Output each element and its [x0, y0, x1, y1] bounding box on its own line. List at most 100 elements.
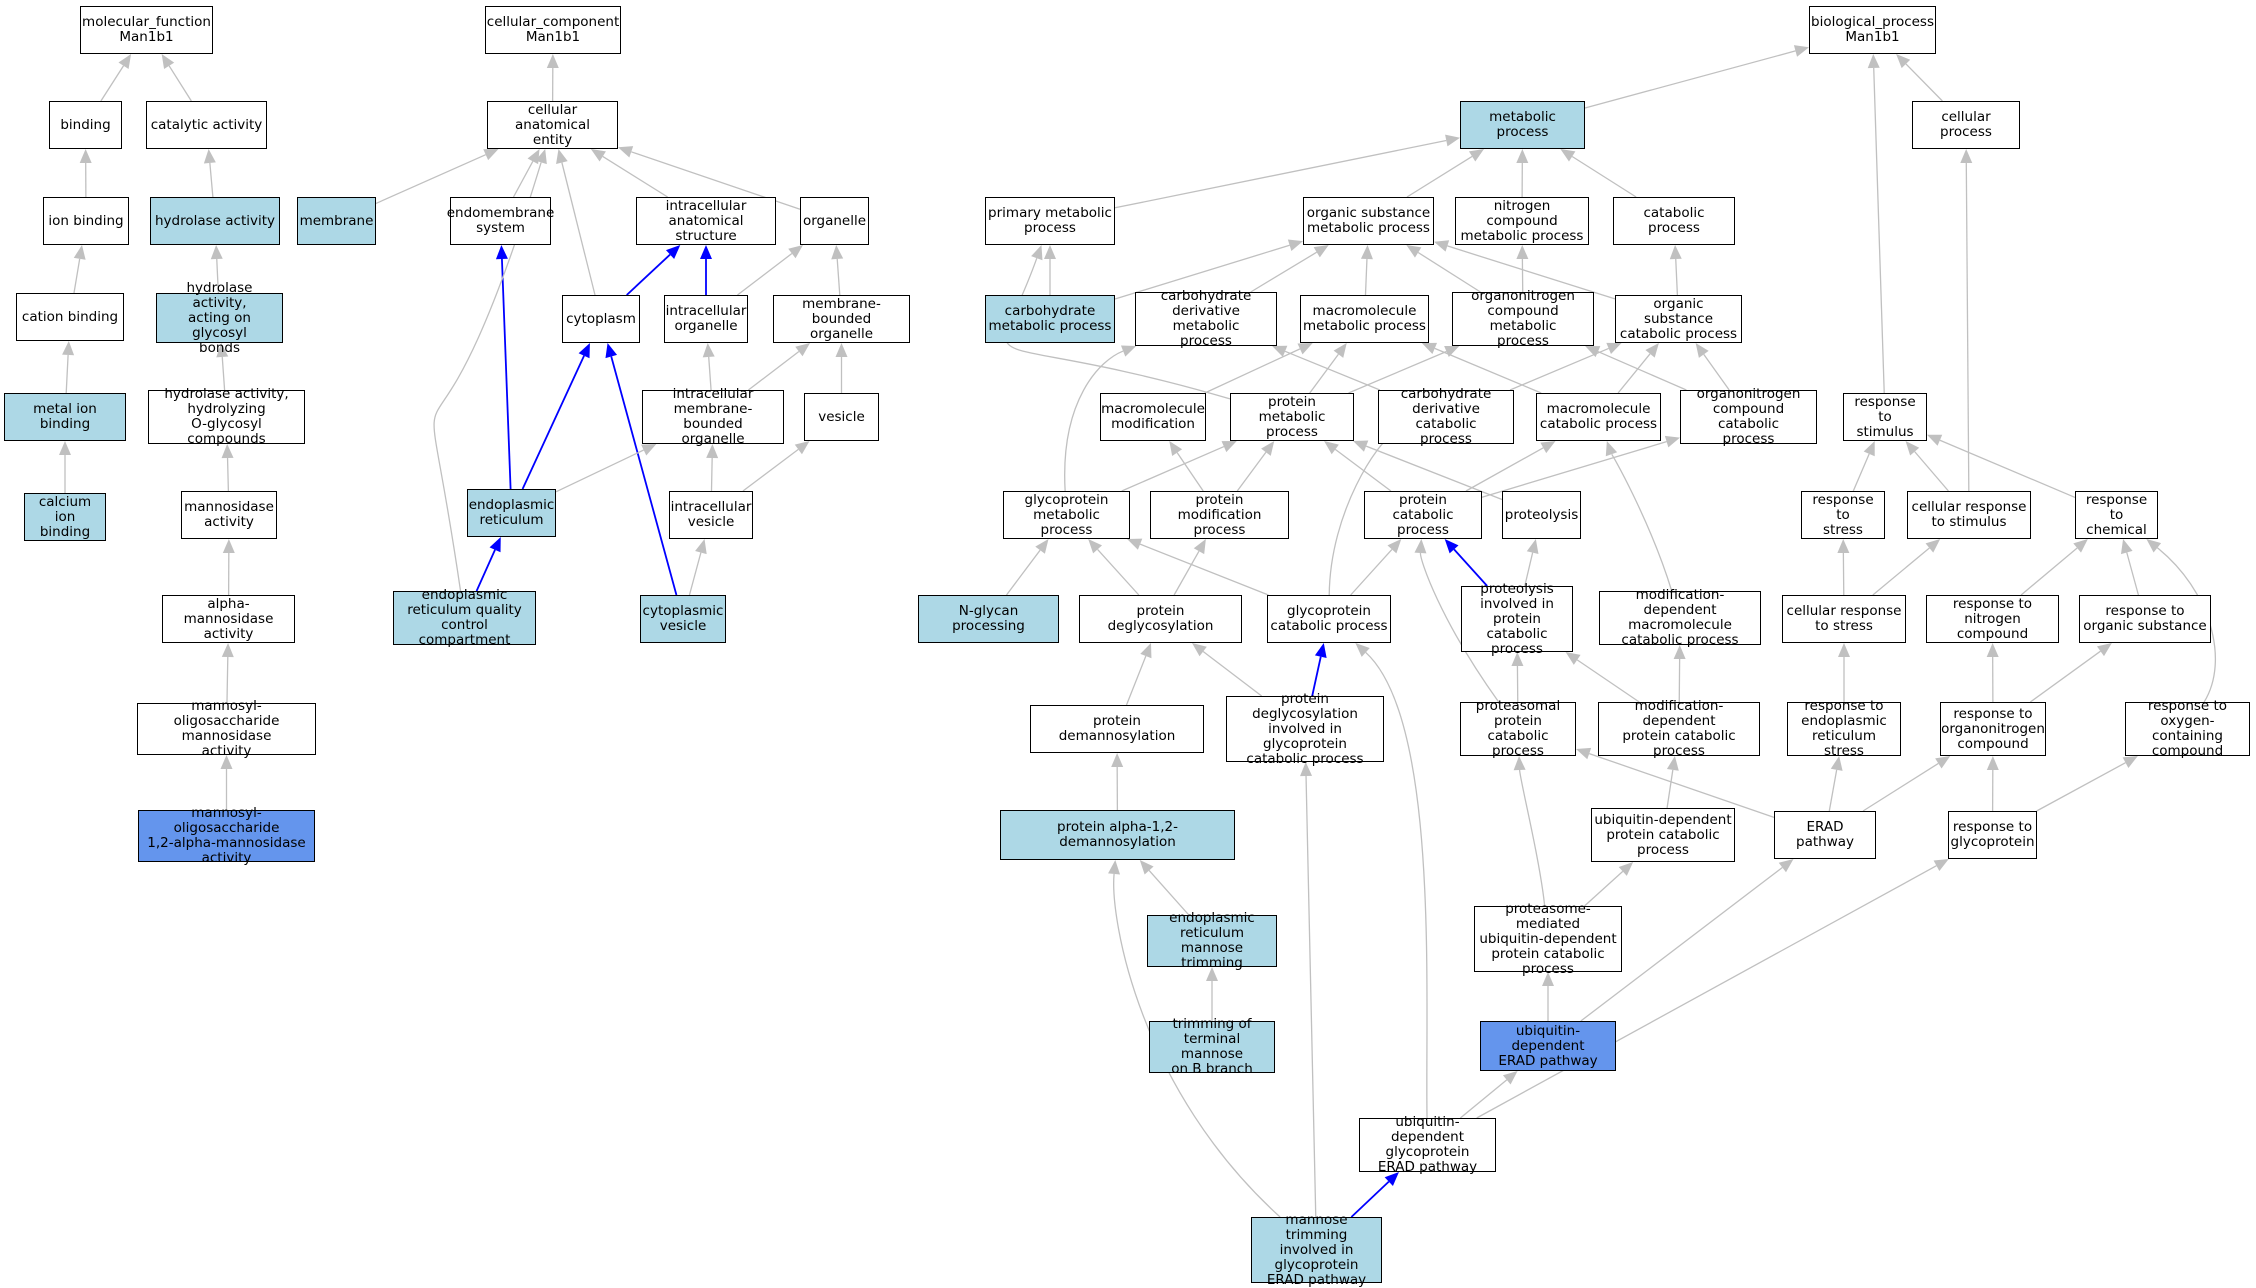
- edge-arrowhead: [794, 441, 810, 455]
- node-primary-metabolic-process[interactable]: primary metabolic process: [985, 197, 1115, 245]
- node-endoplasmic-reticulum[interactable]: endoplasmic reticulum: [467, 489, 556, 537]
- node-protein-modification-process[interactable]: protein modification process: [1150, 491, 1289, 539]
- edge-endomembrane-to-cae: [512, 161, 534, 198]
- node-cellular-process[interactable]: cellular process: [1912, 101, 2020, 149]
- edge-arrowhead: [210, 245, 223, 260]
- node-cellular-anatomical-entity[interactable]: cellular anatomical entity: [487, 101, 618, 149]
- node-calcium-ion-binding[interactable]: calcium ion binding: [24, 493, 106, 541]
- node-glycoprotein-catabolic-process[interactable]: glycoprotein catabolic process: [1267, 595, 1391, 643]
- node-glycoprotein-metabolic-process[interactable]: glycoprotein metabolic process: [1003, 491, 1130, 539]
- node-er-mannose-trimming[interactable]: endoplasmic reticulum mannose trimming: [1147, 911, 1277, 971]
- node-response-to-stimulus[interactable]: response to stimulus: [1843, 393, 1927, 441]
- edge-arrowhead: [1192, 643, 1207, 657]
- node-molecular-function-root[interactable]: molecular_function Man1b1: [80, 6, 213, 54]
- node-mannosyl-oligosaccharide-12-alpha[interactable]: mannosyl-oligosaccharide 1,2-alpha-manno…: [138, 806, 315, 866]
- node-intracellular-anatomical-structure[interactable]: intracellular anatomical structure: [636, 197, 776, 245]
- node-proteolysis-in-protein-catabolic-process[interactable]: proteolysis involved in protein cataboli…: [1461, 581, 1573, 656]
- edge-carb_deriv_cat-to-organic_cat: [1509, 347, 1609, 391]
- node-organic-substance-metabolic-process[interactable]: organic substance metabolic process: [1303, 197, 1434, 245]
- node-catalytic-activity[interactable]: catalytic activity: [146, 101, 267, 149]
- edge-arrowhead: [1516, 245, 1529, 260]
- node-mannosidase-activity[interactable]: mannosidase activity: [181, 491, 277, 539]
- node-cellular-component-root[interactable]: cellular_component Man1b1: [485, 6, 621, 54]
- node-macromolecule-modification[interactable]: macromolecule modification: [1100, 393, 1206, 441]
- node-ion-binding[interactable]: ion binding: [43, 197, 129, 245]
- node-vesicle[interactable]: vesicle: [804, 393, 879, 441]
- edge-arrowhead: [1324, 441, 1339, 455]
- edge-arrowhead: [1905, 441, 1920, 456]
- edge-metal_ion-to-cation_binding: [65, 354, 69, 394]
- edge-arrowhead: [1666, 756, 1679, 771]
- node-cytoplasm[interactable]: cytoplasm: [562, 295, 640, 343]
- node-carbohydrate-derivative-metabolic-process[interactable]: carbohydrate derivative metabolic proces…: [1135, 289, 1277, 349]
- node-intracellular-organelle[interactable]: intracellular organelle: [664, 295, 748, 343]
- node-catabolic-process[interactable]: catabolic process: [1613, 197, 1735, 245]
- node-cellular-response-to-stress[interactable]: cellular response to stress: [1782, 595, 1906, 643]
- node-hydrolase-activity[interactable]: hydrolase activity: [150, 197, 280, 245]
- node-biological-process-root[interactable]: biological_process Man1b1: [1809, 6, 1936, 54]
- node-protein-demannosylation[interactable]: protein demannosylation: [1030, 705, 1204, 753]
- node-intracellular-membrane-bounded-organelle[interactable]: intracellular membrane-bounded organelle: [642, 387, 784, 447]
- node-membrane-bounded-organelle[interactable]: membrane-bounded organelle: [773, 295, 910, 343]
- node-cellular-response-to-stimulus[interactable]: cellular response to stimulus: [1907, 491, 2031, 539]
- node-nitrogen-compound-metabolic-process[interactable]: nitrogen compound metabolic process: [1455, 197, 1589, 245]
- node-metabolic-process[interactable]: metabolic process: [1460, 101, 1585, 149]
- edge-arrowhead: [1645, 343, 1659, 358]
- node-response-to-organonitrogen-compound[interactable]: response to organonitrogen compound: [1940, 702, 2046, 756]
- node-binding[interactable]: binding: [49, 101, 122, 149]
- node-macromolecule-metabolic-process[interactable]: macromolecule metabolic process: [1300, 295, 1429, 343]
- node-organonitrogen-compound-metabolic-process[interactable]: organonitrogen compound metabolic proces…: [1452, 289, 1594, 349]
- node-endomembrane-system[interactable]: endomembrane system: [447, 197, 554, 245]
- node-response-to-chemical[interactable]: response to chemical: [2075, 491, 2158, 539]
- node-response-to-nitrogen-compound[interactable]: response to nitrogen compound: [1926, 595, 2059, 643]
- edge-intra_mb_organelle-to-mb_organelle: [748, 350, 800, 391]
- node-hydrolase-glycosyl-bonds[interactable]: hydrolase activity, acting on glycosyl b…: [156, 280, 283, 355]
- node-response-to-oxygen-containing-compound[interactable]: response to oxygen-containing compound: [2125, 699, 2250, 759]
- node-protein-metabolic-process[interactable]: protein metabolic process: [1230, 393, 1354, 441]
- node-mannosyl-oligosaccharide-mannosidase[interactable]: mannosyl-oligosaccharide mannosidase act…: [137, 699, 316, 759]
- node-ubiquitin-dependent-protein-catabolic[interactable]: ubiquitin-dependent protein catabolic pr…: [1591, 808, 1735, 862]
- node-organonitrogen-compound-catabolic-process[interactable]: organonitrogen compound catabolic proces…: [1680, 387, 1817, 447]
- node-carbohydrate-metabolic-process[interactable]: carbohydrate metabolic process: [985, 295, 1115, 343]
- node-cytoplasmic-vesicle[interactable]: cytoplasmic vesicle: [640, 595, 726, 643]
- node-protein-alpha-12-demannosylation[interactable]: protein alpha-1,2-demannosylation: [1000, 810, 1235, 860]
- node-protein-deglycosylation[interactable]: protein deglycosylation: [1079, 595, 1242, 643]
- node-macromolecule-catabolic-process[interactable]: macromolecule catabolic process: [1536, 393, 1661, 441]
- node-proteasome-mediated-ubiquitin-dependent[interactable]: proteasome-mediated ubiquitin-dependent …: [1474, 901, 1622, 976]
- edge-arrowhead: [1139, 860, 1154, 875]
- node-er-quality-control-compartment[interactable]: endoplasmic reticulum quality control co…: [393, 588, 536, 648]
- node-erad-pathway[interactable]: ERAD pathway: [1774, 811, 1876, 859]
- node-proteolysis[interactable]: proteolysis: [1502, 491, 1581, 539]
- edge-cell_resp_stim-to-cellular_process: [1965, 162, 1970, 492]
- node-proteasomal-protein-catabolic-process[interactable]: proteasomal protein catabolic process: [1460, 699, 1576, 759]
- node-hydrolyzing-o-glycosyl[interactable]: hydrolase activity, hydrolyzing O-glycos…: [148, 387, 305, 447]
- edge-primary_met-to-metabolic: [1114, 139, 1447, 209]
- edge-macro_met-to-organic_met: [1364, 258, 1368, 296]
- edge-arrowhead: [73, 245, 86, 260]
- edge-arrowhead: [222, 539, 235, 554]
- node-protein-deglycosylation-in-glycoprotein-catabolic[interactable]: protein deglycosylation involved in glyc…: [1226, 691, 1384, 766]
- node-organelle[interactable]: organelle: [800, 197, 869, 245]
- node-response-to-organic-substance[interactable]: response to organic substance: [2079, 595, 2211, 643]
- node-carbohydrate-derivative-catabolic-process[interactable]: carbohydrate derivative catabolic proces…: [1378, 387, 1514, 447]
- node-modification-dependent-macromolecule-catabolic[interactable]: modification-dependent macromolecule cat…: [1599, 588, 1761, 648]
- node-ubiquitin-dependent-erad-pathway[interactable]: ubiquitin-dependent ERAD pathway: [1480, 1021, 1616, 1071]
- node-cation-binding[interactable]: cation binding: [16, 293, 124, 341]
- node-intracellular-vesicle[interactable]: intracellular vesicle: [669, 491, 753, 539]
- node-response-to-stress[interactable]: response to stress: [1801, 491, 1885, 539]
- node-n-glycan-processing[interactable]: N-glycan processing: [918, 595, 1059, 643]
- edge-mannose_trim_erad-to-prot_alpha12: [1113, 873, 1281, 1218]
- node-modification-dependent-protein-catabolic[interactable]: modification-dependent protein catabolic…: [1598, 699, 1760, 759]
- edge-arrowhead: [590, 149, 606, 162]
- node-response-to-glycoprotein[interactable]: response to glycoprotein: [1948, 811, 2037, 859]
- node-alpha-mannosidase-activity[interactable]: alpha-mannosidase activity: [162, 595, 295, 643]
- node-trimming-terminal-mannose-b-branch[interactable]: trimming of terminal mannose on B branch: [1149, 1017, 1275, 1077]
- node-metal-ion-binding[interactable]: metal ion binding: [4, 393, 126, 441]
- node-response-to-er-stress[interactable]: response to endoplasmic reticulum stress: [1787, 699, 1901, 759]
- edge-arrowhead: [1272, 345, 1288, 357]
- node-membrane[interactable]: membrane: [297, 197, 376, 245]
- node-protein-catabolic-process[interactable]: protein catabolic process: [1364, 491, 1482, 539]
- node-ubiquitin-dependent-glycoprotein-erad[interactable]: ubiquitin-dependent glycoprotein ERAD pa…: [1359, 1115, 1496, 1175]
- node-organic-substance-catabolic-process[interactable]: organic substance catabolic process: [1615, 295, 1742, 343]
- node-mannose-trimming-glycoprotein-erad[interactable]: mannose trimming involved in glycoprotei…: [1251, 1212, 1382, 1287]
